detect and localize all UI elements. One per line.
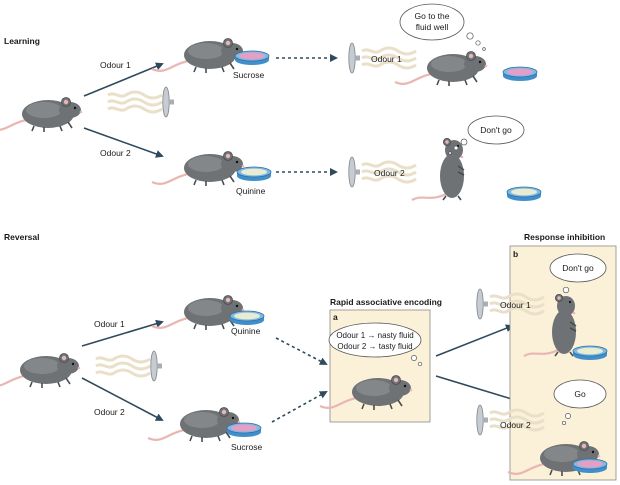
reversal-start-rat <box>0 352 82 390</box>
learning-odour-emitter <box>162 86 175 118</box>
reversal-odour1-label: Odour 1 <box>94 319 125 329</box>
learning-thought-bubble-dontgo: Don't go <box>448 115 525 155</box>
reversal-heading: Reversal <box>4 232 39 242</box>
learning-test-odour2-label: Odour 2 <box>374 168 405 178</box>
encoding-line2: Odour 2 → tasty fluid <box>337 342 412 351</box>
learning-thought-go-line1: Go to the <box>415 11 450 21</box>
reversal-dotted-arrow-2 <box>271 391 328 423</box>
learning-rat-sucrose <box>150 37 246 75</box>
reversal-arrow-odour1 <box>81 319 164 347</box>
reversal-dotted-arrow-1 <box>275 337 328 365</box>
learning-test-dish-sucrose <box>502 66 538 82</box>
learning-dish-quinine <box>236 166 272 182</box>
reversal-odour2-label: Odour 2 <box>94 407 125 417</box>
learning-test-dish-quinine <box>506 186 542 202</box>
panel-b-dish-quinine <box>572 345 608 361</box>
learning-test-emitter-2 <box>348 156 361 188</box>
reversal-rat-quinine <box>150 294 246 332</box>
response-inhibition-heading: Response inhibition <box>524 232 605 242</box>
learning-thought-bubble-go: Go to the fluid well <box>399 3 486 51</box>
reversal-sucrose-label: Sucrose <box>231 442 262 452</box>
learning-test-emitter-1 <box>348 42 361 74</box>
panel-b-dish-sucrose <box>572 458 608 474</box>
learning-heading: Learning <box>4 36 40 46</box>
learning-sucrose-label: Sucrose <box>233 70 264 80</box>
panel-b-background <box>509 245 617 481</box>
panel-b-thought-go-text: Go <box>574 389 586 399</box>
learning-rat-quinine <box>150 150 246 188</box>
panel-a-thought-bubble: Odour 1 → nasty fluid Odour 2 → tasty fl… <box>328 322 423 367</box>
panel-b-thought-go: Go <box>553 379 607 426</box>
learning-odour2-label: Odour 2 <box>100 148 131 158</box>
learning-arrow-odour2 <box>83 127 164 158</box>
reversal-rat-sucrose <box>146 406 242 444</box>
reversal-dish-sucrose <box>226 422 262 438</box>
panel-a-label: a <box>333 312 338 322</box>
reversal-quinine-label: Quinine <box>231 326 261 336</box>
panel-b-emitter-2 <box>476 404 489 436</box>
panel-b-emitter-1 <box>476 288 489 320</box>
encoding-line1: Odour 1 → nasty fluid <box>336 331 413 340</box>
learning-arrow-odour1 <box>83 62 164 97</box>
inhibit-odour2-label: Odour 2 <box>500 420 531 430</box>
learning-odour1-label: Odour 1 <box>100 60 131 70</box>
reversal-odour-waves <box>94 354 152 378</box>
reversal-dish-quinine <box>229 310 265 326</box>
learning-thought-dontgo-text: Don't go <box>480 125 512 135</box>
panel-b-label: b <box>513 249 518 259</box>
learning-start-rat <box>0 96 84 134</box>
learning-quinine-label: Quinine <box>236 186 266 196</box>
learning-odour-waves <box>106 90 164 114</box>
reversal-arrow-odour2 <box>81 377 164 421</box>
panel-b-thought-dontgo-text: Don't go <box>562 263 594 273</box>
reversal-odour-emitter <box>150 350 163 382</box>
inhibit-odour1-label: Odour 1 <box>500 300 531 310</box>
learning-dish-sucrose <box>234 50 270 66</box>
rapid-encoding-heading: Rapid associative encoding <box>330 297 442 307</box>
learning-thought-go-line2: fluid well <box>416 22 449 32</box>
learning-test-odour1-label: Odour 1 <box>371 54 402 64</box>
inhibition-arrow-1 <box>435 324 514 357</box>
